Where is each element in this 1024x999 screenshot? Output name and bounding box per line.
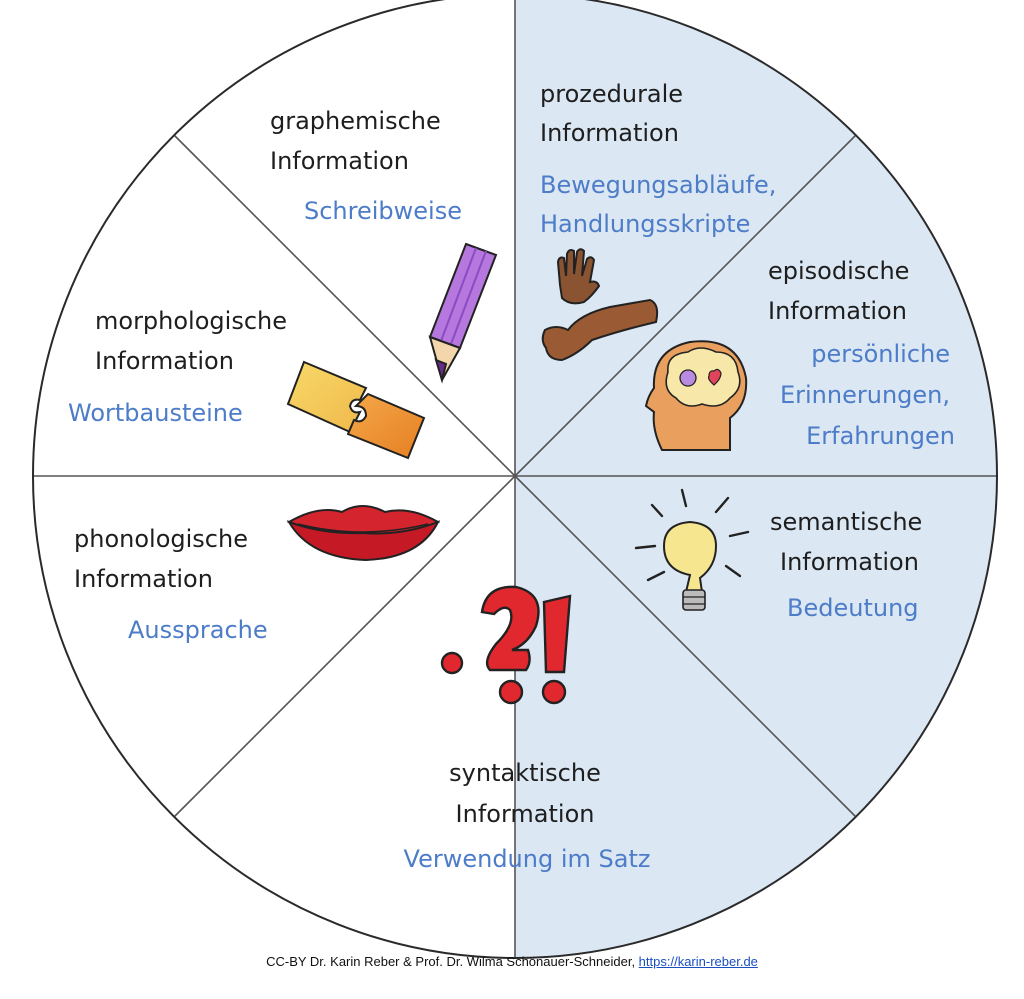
left-half [33,0,515,958]
segment-subtitle: persönliche [811,340,950,368]
segment-subtitle: Erinnerungen, [780,381,950,409]
segment-title: semantische [770,508,922,536]
segment-title: Information [768,297,907,325]
segment-morphologisch: morphologische Information Wortbausteine [68,307,426,460]
segment-episodisch: episodische Information persönliche Erin… [644,257,955,451]
segment-subtitle: Bewegungsabläufe, [540,171,776,199]
segment-subtitle: Erfahrungen [806,422,955,450]
segment-dividers [33,0,997,958]
segment-title: phonologische [74,525,248,553]
segment-subtitle: Handlungsskripte [540,210,750,238]
segment-title: Information [95,347,234,375]
segment-subtitle: Schreibweise [304,197,462,225]
divider-upper-left [173,134,516,477]
credit-line: CC-BY Dr. Karin Reber & Prof. Dr. Wilma … [0,954,1024,969]
segment-title: episodische [768,257,909,285]
segment-subtitle: Bedeutung [787,594,919,622]
divider-upper-right [514,134,857,477]
segment-title: Information [270,147,409,175]
segment-title: syntaktische [449,759,601,787]
segment-subtitle: Wortbausteine [68,399,243,427]
credit-link[interactable]: https://karin-reber.de [638,954,758,969]
segment-graphemisch: graphemische Information Schreibweise [270,107,498,384]
head-brain-icon [644,340,748,451]
pencil-icon [428,242,498,384]
divider-lower-left [173,475,516,818]
segment-title: Information [74,565,213,593]
segment-semantisch: semantische Information Bedeutung [634,488,922,622]
segment-subtitle: Aussprache [128,616,268,644]
information-wheel-diagram: prozedurale Information Bewegungsabläufe… [32,0,998,959]
lightbulb-icon [634,488,750,611]
divider-lower-right [514,475,857,818]
segment-title: morphologische [95,307,287,335]
punctuation-icon [440,585,572,705]
credit-text: CC-BY Dr. Karin Reber & Prof. Dr. Wilma … [266,954,639,969]
lips-icon [286,505,441,562]
segment-title: Information [456,800,595,828]
segment-title: Information [780,548,919,576]
segment-phonologisch: phonologische Information Aussprache [74,505,441,644]
segment-prozedural: prozedurale Information Bewegungsabläufe… [540,80,776,362]
wheel-outline [32,0,998,959]
segment-title: graphemische [270,107,441,135]
segment-title: Information [540,119,679,147]
segment-title: prozedurale [540,80,683,108]
puzzle-icon [286,360,426,460]
hand-icon [556,248,601,305]
segment-subtitle: Verwendung im Satz [404,845,651,873]
leg-icon [541,298,659,362]
segment-syntaktisch: syntaktische Information Verwendung im S… [404,585,651,873]
